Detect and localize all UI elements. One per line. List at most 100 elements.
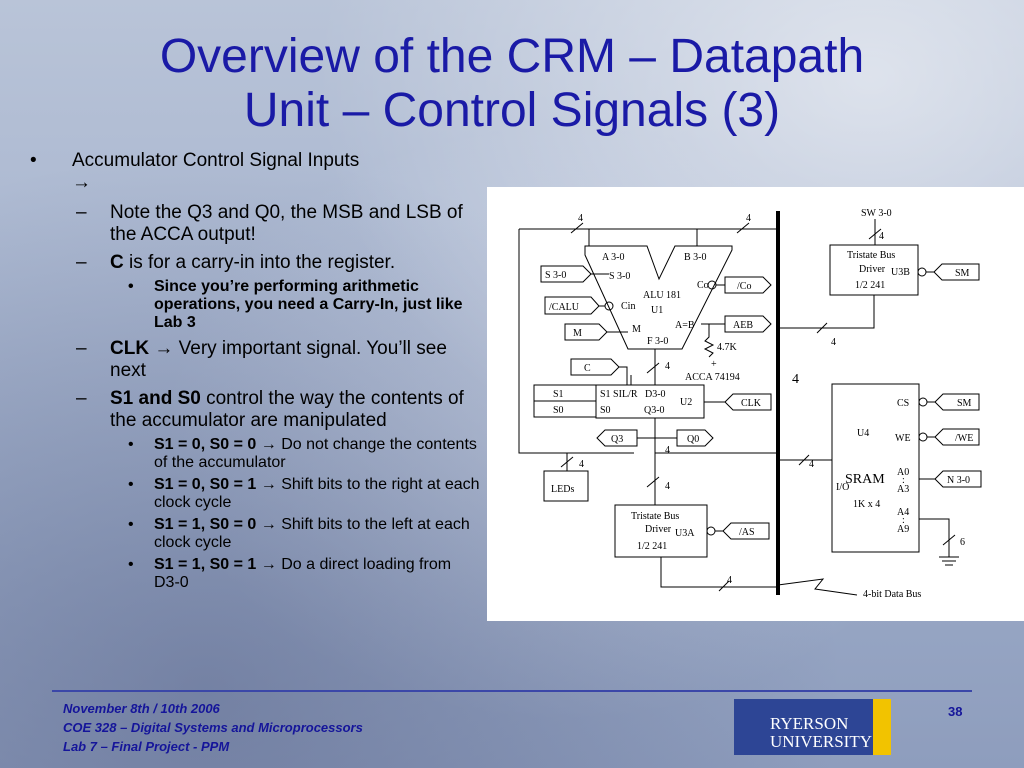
width-label: 4 [579, 459, 584, 470]
sram-we-label: WE [895, 433, 911, 444]
footer-lab: Lab 7 – Final Project - PPM [63, 739, 230, 754]
logo-line1: RYERSON [770, 714, 849, 733]
option-condition: S1 = 1, S0 = 0 [154, 516, 257, 533]
bus-slash [718, 580, 730, 592]
width-label: 4 [831, 337, 836, 348]
tristate-u3b-part: 1/2 241 [855, 280, 885, 291]
datapath-diagram: 4 A 3-0 B 3-0 S 3-0 Cin ALU 181 U1 M A=B… [487, 187, 1024, 621]
wire-u3b-bus [778, 295, 875, 329]
input-we [934, 428, 980, 446]
dash-marker: – [76, 252, 87, 273]
bullet-main-label: Accumulator Control Signal Inputs [72, 150, 360, 171]
page-number: 38 [948, 704, 963, 719]
bus-slash [868, 228, 882, 240]
input-sm2 [934, 393, 980, 411]
width-label: 4 [879, 231, 884, 242]
input-s1-label: S1 [553, 389, 564, 400]
q0-label: Q0 [687, 434, 699, 445]
sub-bullet-rest: is for a carry-in into the register. [123, 252, 396, 273]
we-bubble [918, 432, 928, 442]
input-calu-label: /CALU [549, 302, 580, 313]
bullet-dot: • [128, 556, 134, 573]
input-c-label: C [584, 363, 591, 374]
option-condition: S1 = 1, S0 = 1 [154, 556, 257, 573]
option-text: S1 = 0, S0 = 0 → Do not change the conte… [154, 436, 480, 472]
width-label: 4 [578, 213, 583, 224]
sram-range-dots: : [902, 475, 905, 486]
input-c [570, 358, 620, 376]
output-co-label: /Co [737, 281, 751, 292]
alu-co-label: Co [697, 280, 709, 291]
arrow-icon: → [260, 556, 277, 573]
width-label: 4 [665, 445, 670, 456]
sram-range-dots: : [902, 515, 905, 526]
input-s30 [540, 265, 592, 283]
resistor [703, 324, 715, 358]
output-q0 [676, 429, 714, 447]
q3-label: Q3 [611, 434, 623, 445]
output-co [724, 276, 772, 294]
tristate-u3a-part: 1/2 241 [637, 541, 667, 552]
bullet-dot: • [128, 516, 134, 533]
data-bus-label: 4-bit Data Bus [863, 589, 921, 600]
acc-ref: U2 [680, 397, 692, 408]
switch-label: SW 3-0 [861, 208, 892, 219]
alu-ab-label: A=B [675, 320, 695, 331]
sram-cs-label: CS [897, 398, 909, 409]
arrow-icon: → [154, 338, 174, 359]
width-label: 4 [665, 481, 670, 492]
tristate-u3b-label2: Driver [859, 264, 886, 275]
bus-slash [942, 534, 956, 546]
option-effect: Shift bits to the right at each clock cy… [154, 476, 480, 511]
tristate-u3b-label1: Tristate Bus [847, 250, 895, 261]
input-as-label: /AS [739, 527, 755, 538]
alu-shape [584, 245, 733, 350]
tristate-u3a-label2: Driver [645, 524, 672, 535]
width-label: 6 [960, 537, 965, 548]
input-m-label: M [573, 328, 582, 339]
resistor-label: 4.7K [717, 342, 738, 353]
input-sm-label: SM [955, 268, 970, 279]
sub-bullet-text: CLK → Very important signal. You’ll see … [110, 338, 480, 382]
input-s1 [533, 384, 597, 402]
option-condition: S1 = 0, S0 = 0 [154, 436, 257, 453]
wire-c [619, 366, 628, 385]
bullet-dot: • [30, 150, 37, 171]
sram-a4-label: A4 [897, 507, 909, 518]
footer-divider [52, 690, 972, 692]
sram-io-label: I/O [836, 482, 849, 493]
input-we-label: /WE [955, 433, 973, 444]
alu-name: ALU 181 [643, 290, 681, 301]
dash-marker: – [76, 338, 87, 359]
bus-slash [736, 222, 750, 234]
option-effect: Do not change the contents of the accumu… [154, 436, 477, 471]
alu-ref: U1 [651, 305, 663, 316]
bullet-main-text: Accumulator Control Signal Inputs→ [72, 150, 359, 194]
sub-bullet-rest: control the way the contents of the accu… [110, 388, 464, 431]
leds-box [543, 470, 589, 502]
bullet-dot: • [128, 476, 134, 493]
bus-slash [646, 476, 660, 488]
dash-marker: – [76, 202, 87, 223]
title-line2: Unit – Control Signals (3) [243, 84, 781, 137]
dash-marker: – [76, 388, 87, 409]
title-line1: Overview of the CRM – Datapath [159, 30, 865, 83]
input-clk-label: CLK [741, 398, 762, 409]
sub-bullet-clk: – CLK → Very important signal. You’ll se… [76, 338, 480, 382]
acc-s0-label: S0 [600, 405, 611, 416]
option-effect: Shift bits to the left at each clock cyc… [154, 516, 470, 551]
university-logo: RYERSON UNIVERSITY [734, 699, 891, 755]
bold-term: S1 and S0 [110, 388, 201, 409]
wire-u3a-bus [660, 557, 778, 588]
acca-name: ACCA 74194 [685, 372, 740, 383]
alu-cin-label: Cin [621, 301, 635, 312]
input-s30-label: S 3-0 [545, 270, 566, 281]
bus-slash [646, 362, 660, 374]
wire-a [588, 228, 778, 246]
arrow-icon: → [260, 516, 277, 533]
footer-text: November 8th / 10th 2006 COE 328 – Digit… [63, 699, 363, 756]
input-sm2-label: SM [957, 398, 972, 409]
input-s0 [533, 400, 597, 418]
bus-slash [560, 456, 574, 468]
sram-box [831, 383, 920, 553]
